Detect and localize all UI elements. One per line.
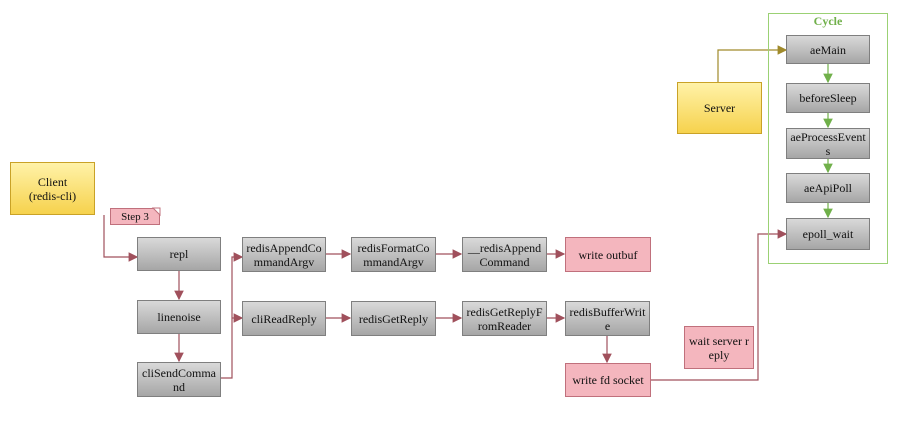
node-writefdsocket: write fd socket xyxy=(565,363,651,397)
node-clireadreply: cliReadReply xyxy=(242,301,326,336)
cycle-title: Cycle xyxy=(813,14,843,28)
node-beforesleep: beforeSleep xyxy=(786,83,870,113)
node-aemain: aeMain xyxy=(786,35,870,64)
node-client: Client (redis-cli) xyxy=(10,162,95,215)
node-server: Server xyxy=(677,82,762,134)
node-redisappendcommandargv: redisAppendCommandArgv xyxy=(242,237,326,272)
step-badge: Step 3 xyxy=(110,208,160,225)
node-redisgetreply: redisGetReply xyxy=(351,301,436,336)
node-redisappendcommand: __redisAppendCommand xyxy=(462,237,547,272)
node-aeapipoll: aeApiPoll xyxy=(786,173,870,203)
cycle-group xyxy=(768,13,888,264)
node-writeoutbuf: write outbuf xyxy=(565,237,651,272)
node-redisgetreplyfromreader: redisGetReplyFromReader xyxy=(462,301,547,336)
node-aeprocessevents: aeProcessEvents xyxy=(786,128,870,159)
arrow-server-aemain xyxy=(717,45,788,82)
arrow-writefdsocket-epollwait xyxy=(651,229,788,381)
node-redisformatcommandargv: redisFormatCommandArgv xyxy=(351,237,436,272)
arrow-client-repl xyxy=(103,215,139,262)
node-redisbufferwrite: redisBufferWrite xyxy=(565,301,650,336)
node-waitserverreply: wait server reply xyxy=(684,326,754,369)
node-linenoise: linenoise xyxy=(137,300,221,334)
node-clisendcommand: cliSendCommand xyxy=(137,362,221,397)
node-repl: repl xyxy=(137,237,221,271)
node-epoll-wait: epoll_wait xyxy=(786,218,870,250)
